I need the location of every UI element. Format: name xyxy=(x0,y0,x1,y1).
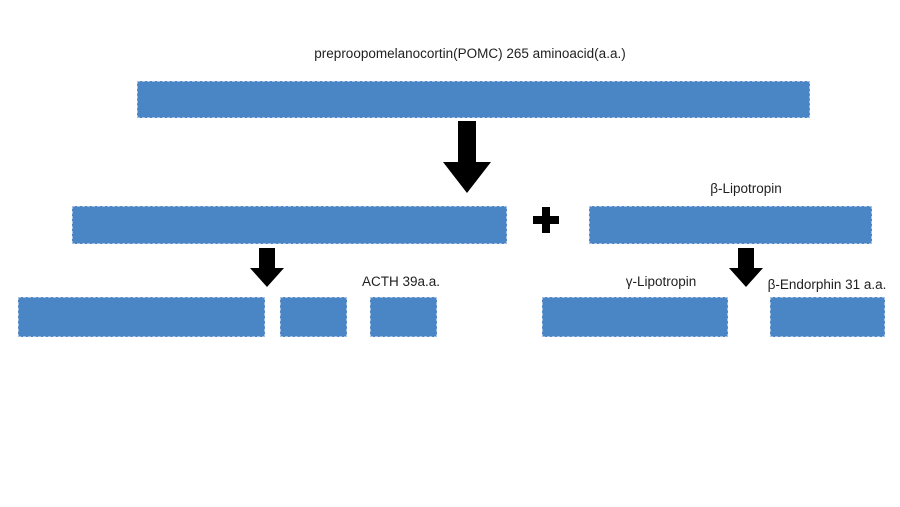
beta-lipotropin-bar xyxy=(589,206,872,244)
down-arrow-icon xyxy=(250,248,284,287)
pomc-title-label: preproopomelanocortin(POMC) 265 aminoaci… xyxy=(314,46,626,61)
acth-label: ACTH 39a.a. xyxy=(361,274,441,289)
segment-bar-1 xyxy=(18,297,265,337)
down-arrow-icon xyxy=(729,248,763,287)
beta-lipotropin-label: β-Lipotropin xyxy=(710,181,782,196)
plus-icon xyxy=(532,206,560,234)
gamma-lipotropin-label: γ-Lipotropin xyxy=(625,274,697,289)
segment-bar-2 xyxy=(280,297,347,337)
gamma-lipotropin-bar xyxy=(542,297,728,337)
beta-endorphin-label: β-Endorphin 31 a.a. xyxy=(767,277,887,292)
intermediate-fragment-bar xyxy=(72,206,507,244)
down-arrow-icon xyxy=(443,121,491,193)
beta-endorphin-bar xyxy=(770,297,885,337)
acth-bar xyxy=(370,297,437,337)
pomc-bar xyxy=(137,81,810,118)
